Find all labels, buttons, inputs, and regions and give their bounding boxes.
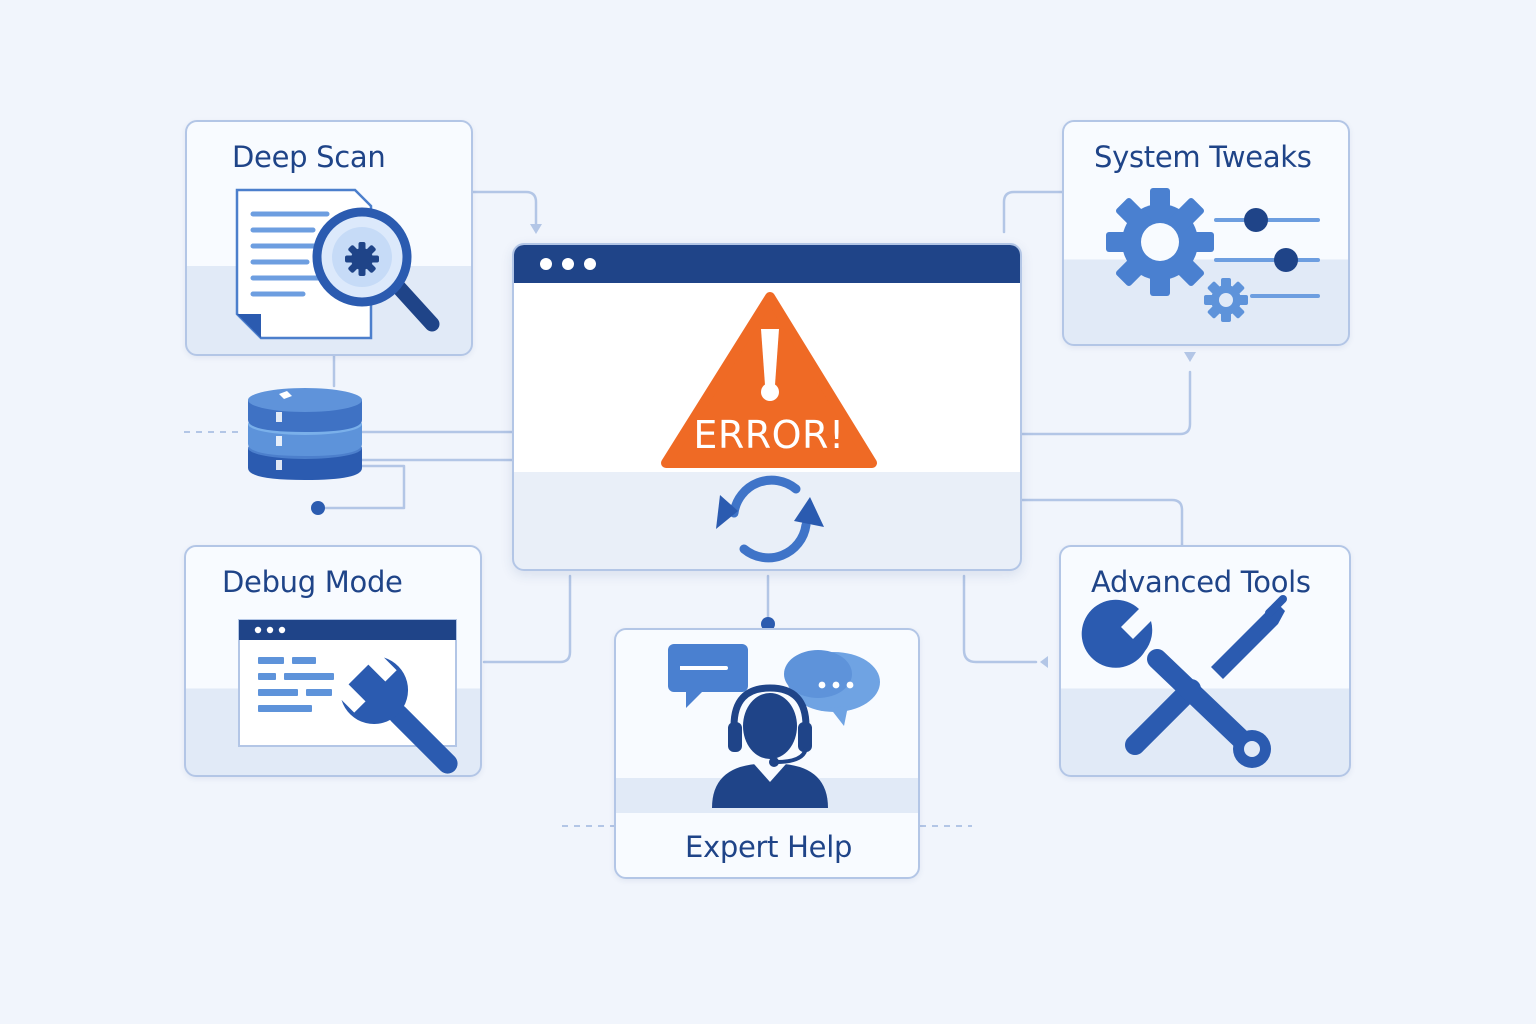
window-wrench-icon xyxy=(238,619,458,774)
error-label: ERROR! xyxy=(693,413,845,457)
system-tweaks-card[interactable]: System Tweaks xyxy=(1062,120,1350,346)
deep-scan-title: Deep Scan xyxy=(232,140,386,174)
debug-mode-title: Debug Mode xyxy=(222,565,403,599)
system-tweaks-title: System Tweaks xyxy=(1094,140,1312,174)
support-agent-icon xyxy=(668,644,880,808)
error-window-graphics xyxy=(514,245,1020,563)
error-window: ERROR! xyxy=(512,243,1022,571)
crossed-tools-icon xyxy=(1081,595,1287,768)
database-icon xyxy=(248,388,362,480)
refresh-icon xyxy=(729,475,811,563)
expert-help-card[interactable]: Expert Help xyxy=(614,628,920,879)
magnifier-document-icon xyxy=(235,188,440,340)
warning-triangle-icon xyxy=(661,292,877,468)
advanced-tools-title: Advanced Tools xyxy=(1091,565,1311,599)
deep-scan-card[interactable]: Deep Scan xyxy=(185,120,473,356)
gear-sliders-icon xyxy=(1106,188,1320,322)
expert-help-title: Expert Help xyxy=(685,830,853,864)
advanced-tools-card[interactable]: Advanced Tools xyxy=(1059,545,1351,777)
debug-mode-card[interactable]: Debug Mode xyxy=(184,545,482,777)
window-dots xyxy=(540,258,596,270)
